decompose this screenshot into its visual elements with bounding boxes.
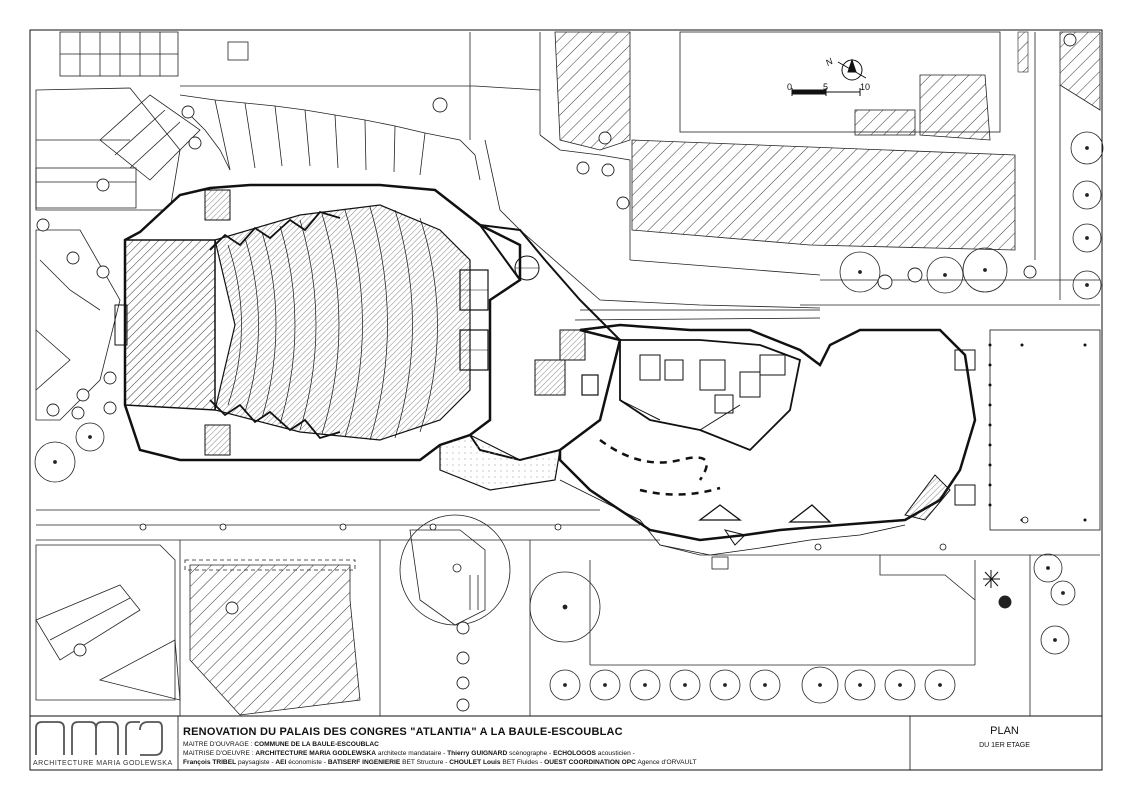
- left-site: [35, 167, 137, 421]
- architect-logo: [35, 721, 163, 756]
- roundabout: [399, 514, 511, 626]
- consultants-line: François TRIBEL paysagiste - AEI économi…: [183, 759, 697, 766]
- shrubs: [36, 33, 1077, 712]
- neighbour-buildings-top: [554, 31, 1101, 300]
- project-title: RENOVATION DU PALAIS DES CONGRES "ATLANT…: [183, 726, 623, 738]
- palm-tree-icon: [983, 570, 1000, 588]
- parking-bottom-left: [35, 544, 181, 701]
- scale-label-0: 0: [787, 82, 793, 92]
- access-steps: [179, 85, 541, 181]
- congress-wing: [558, 309, 1101, 556]
- scale-label-10: 10: [860, 82, 871, 92]
- scale-bar: [791, 88, 861, 96]
- client-line: MAITRE D'OUVRAGE : COMMUNE DE LA BAULE-E…: [183, 741, 379, 748]
- drawing-title: PLAN: [990, 725, 1019, 737]
- neighbour-building-bottom: [189, 564, 361, 716]
- parking-top-left: [35, 31, 249, 211]
- sheet-border: [29, 29, 1103, 771]
- drawing-subtitle: DU 1ER ETAGE: [979, 742, 1030, 749]
- scale-label-5: 5: [823, 82, 829, 92]
- trees: [34, 131, 1104, 704]
- street-top: [469, 32, 1100, 309]
- auditorium: [114, 183, 522, 462]
- logo-caption: ARCHITECTURE MARIA GODLEWSKA: [33, 760, 173, 767]
- street-markers: [139, 516, 1029, 551]
- streets-bottom: [36, 509, 1100, 716]
- north-arrow-icon: [837, 58, 867, 81]
- project-team-line: MAITRISE D'OEUVRE : ARCHITECTURE MARIA G…: [183, 750, 635, 757]
